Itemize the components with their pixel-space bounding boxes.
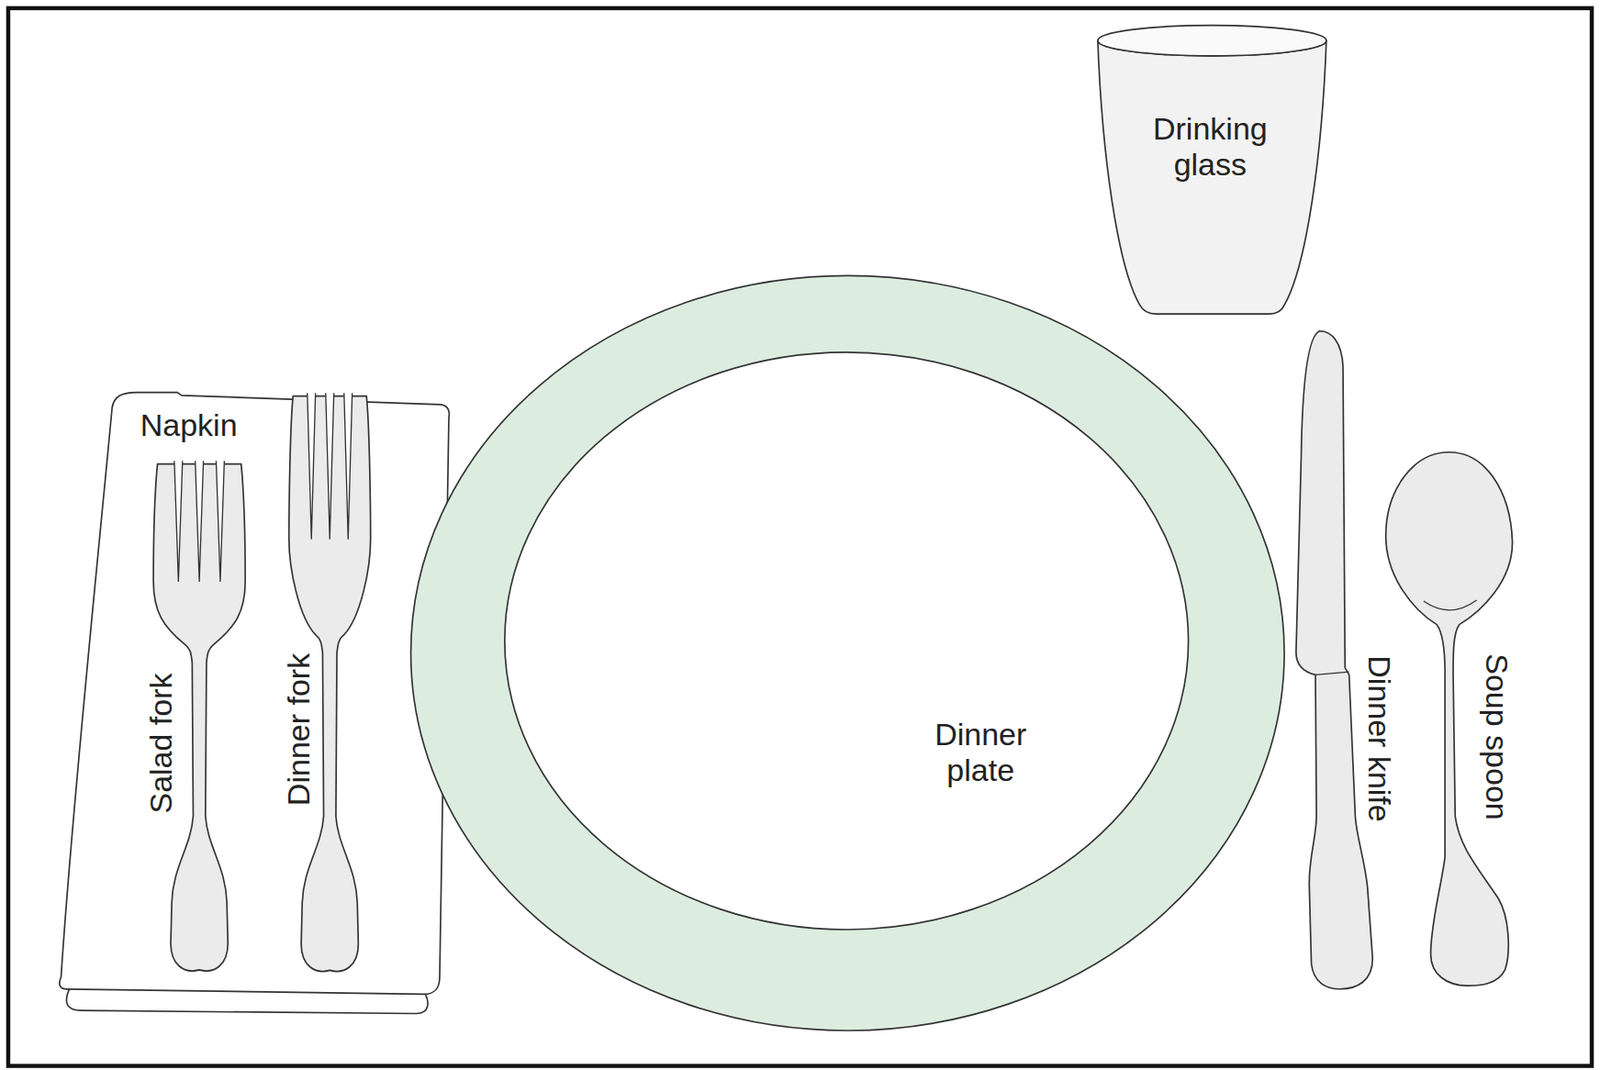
item-label: Dinner fork (280, 653, 317, 806)
fork-tine-gap (215, 460, 224, 582)
plate-well (504, 352, 1189, 930)
fork-tine-gap (194, 460, 203, 582)
glass-body (1097, 40, 1327, 314)
fork-tine-gap (174, 460, 183, 582)
fork-tine-gap (307, 392, 316, 539)
fork-tine-gap (344, 392, 353, 539)
item-label: Dinner plate (906, 716, 1054, 789)
dinner-plate-drawing (405, 271, 1290, 1035)
dinner-fork: Dinner fork (281, 391, 381, 980)
dinner-knife: Dinner knife (1287, 324, 1403, 996)
item-label: Dinner knife (1360, 655, 1397, 822)
item-label: Salad fork (143, 673, 180, 815)
napkin-shape: NapkinSalad fork Dinner fork (55, 387, 457, 1020)
glass-rim (1097, 25, 1327, 56)
knife-bolster-line (1315, 672, 1350, 676)
fork-tine-gap (325, 392, 335, 539)
item-label: Drinking glass (1136, 111, 1284, 183)
dinner-plate: Dinner plate (405, 271, 1290, 1035)
plate-rim (411, 275, 1286, 1031)
napkin-shape-drawing (55, 387, 457, 1020)
frame-border (8, 8, 1592, 1067)
drinking-glass: Drinking glass (1089, 20, 1335, 319)
item-label: Napkin (140, 407, 238, 444)
item-label: Soup spoon (1477, 653, 1514, 821)
salad-fork: Salad fork (143, 458, 256, 980)
knife-utensil (1296, 331, 1373, 990)
soup-spoon: Soup spoon (1379, 445, 1523, 993)
spoon-bowl-line (1423, 600, 1477, 611)
napkin-shape (59, 392, 449, 996)
